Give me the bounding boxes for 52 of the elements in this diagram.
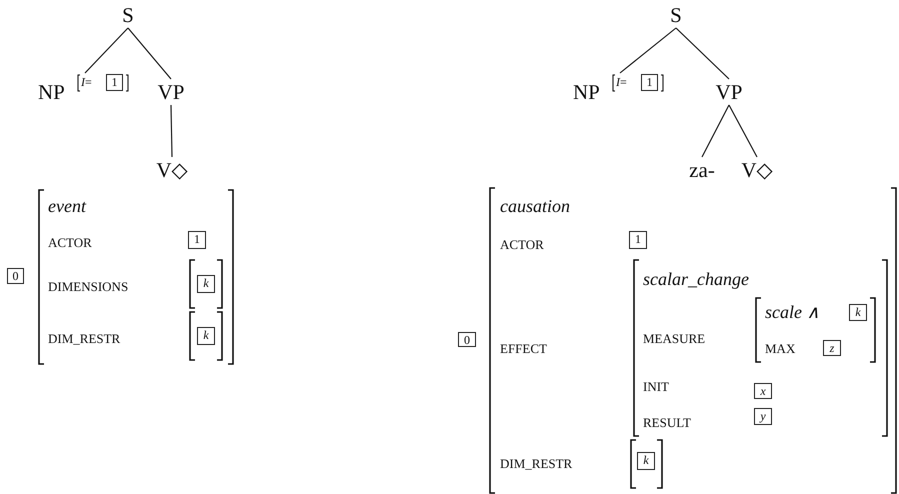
tree-branch-line <box>728 104 758 158</box>
attribute-label: DIM_RESTR <box>500 457 572 470</box>
attribute-matrix <box>755 298 876 362</box>
index-tag: y <box>754 408 772 425</box>
tree-branch-line <box>128 28 172 80</box>
index-tag: x <box>754 383 772 399</box>
index-tag: 1 <box>188 231 206 249</box>
index-tag: 1 <box>106 74 123 91</box>
attribute-matrix <box>630 440 663 488</box>
tree-node-label: V◇ <box>155 158 189 182</box>
index-tag: k <box>197 275 215 293</box>
category-text: NP <box>573 82 600 103</box>
index-tag: z <box>823 340 841 356</box>
attribute-label: MAX <box>765 342 796 355</box>
index-tag: k <box>197 327 215 345</box>
feature-superscript: I= <box>616 74 627 91</box>
index-tag: 1 <box>629 231 647 249</box>
index-tag: 0 <box>7 268 24 284</box>
tree-branch-line <box>620 28 676 74</box>
type-label: scale ∧ <box>765 303 820 321</box>
attribute-label: RESULT <box>643 416 691 429</box>
category-text: NP <box>38 82 65 103</box>
attribute-matrix <box>489 188 897 493</box>
tree-node-label: S <box>116 3 140 27</box>
tree-node-label: VP <box>711 80 747 104</box>
tree-branch-line <box>702 104 730 158</box>
index-tag: 0 <box>458 332 476 347</box>
attribute-matrix <box>38 190 234 364</box>
attribute-label: MEASURE <box>643 332 706 345</box>
attribute-label: DIMENSIONS <box>48 280 128 293</box>
feature-superscript: I= <box>81 74 92 91</box>
type-label: event <box>48 197 86 215</box>
type-label: scalar_change <box>643 270 749 288</box>
attribute-matrix <box>633 260 888 436</box>
tree-node-label: S <box>664 3 688 27</box>
tree-node-label: za- <box>688 158 716 182</box>
index-tag: k <box>849 304 867 321</box>
tree-branch-line <box>170 104 173 158</box>
attribute-matrix <box>189 312 223 360</box>
index-tag: 1 <box>641 74 658 91</box>
attribute-label: DIM_RESTR <box>48 332 120 345</box>
index-tag: k <box>637 452 655 470</box>
tree-node-label: V◇ <box>740 158 774 182</box>
type-label: causation <box>500 197 570 215</box>
attribute-label: INIT <box>643 380 669 393</box>
attribute-matrix <box>189 260 223 308</box>
attribute-label: ACTOR <box>48 236 92 249</box>
attribute-label: EFFECT <box>500 342 547 355</box>
tree-branch-line <box>84 28 128 74</box>
tree-node-label: VP <box>153 80 189 104</box>
tree-branch-line <box>676 28 730 80</box>
attribute-label: ACTOR <box>500 238 544 251</box>
